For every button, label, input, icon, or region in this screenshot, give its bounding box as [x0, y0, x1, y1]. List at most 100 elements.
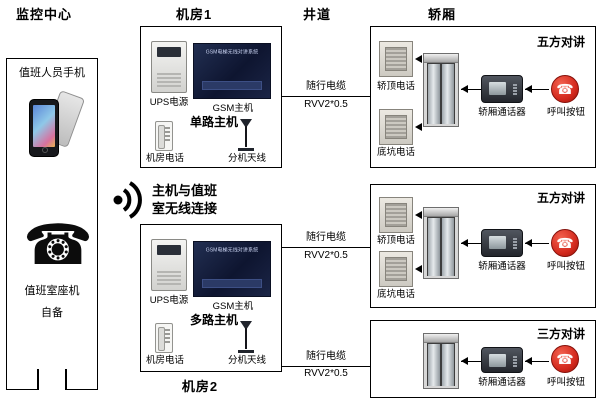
car-top-phone-icon: [379, 197, 413, 233]
arrow-top-phone: [415, 55, 422, 63]
staff-phone-label: 值班人员手机: [19, 67, 85, 79]
machine-room-1-box: UPS电源 GSM电梯无线对讲系统 GSM主机 单路主机 机房电话 分机天线: [140, 26, 282, 168]
link-elevator-intercom: [461, 361, 481, 362]
cable-1-spec: RVV2*0.5: [304, 99, 348, 110]
car-intercom-label: 轿厢通话器: [478, 261, 526, 272]
staff-smartphones: [25, 89, 86, 163]
phone-icon: ☎: [556, 235, 574, 251]
cable-2-name: 随行电缆: [306, 232, 346, 243]
arrow-top-phone: [415, 211, 422, 219]
antenna-label: 分机天线: [227, 355, 266, 366]
antenna-icon: [233, 119, 259, 151]
car-intercom-icon: [481, 75, 523, 103]
antenna-cone: [240, 321, 252, 330]
car-top-phone-label: 轿顶电话: [376, 81, 415, 92]
host-type-label: 多路主机: [189, 313, 238, 327]
arrow-elevator: [461, 357, 468, 365]
elevator-icon: [423, 333, 459, 389]
antenna-base: [238, 350, 254, 353]
room-phone-label: 机房电话: [145, 355, 184, 366]
monitoring-center-box: 值班人员手机 ☎ 值班室座机 自备: [6, 58, 98, 391]
link-intercom-button: [525, 243, 549, 244]
antenna-base: [238, 148, 254, 151]
self-provided-label: 自备: [41, 307, 63, 319]
header-car: 轿厢: [428, 7, 457, 22]
arrow-pit-phone: [415, 265, 422, 273]
header-machine-room-1: 机房1: [176, 7, 213, 22]
antenna-mast: [245, 126, 247, 147]
ups-label: UPS电源: [149, 97, 189, 108]
elevator-icon: [423, 207, 459, 279]
gsm-panel-text: GSM电梯无线对讲系统: [205, 50, 259, 56]
wireless-link-text-line1: 主机与值班: [152, 183, 218, 198]
call-button-label: 呼叫按钮: [546, 377, 585, 388]
machine-room-2-box: UPS电源 GSM电梯无线对讲系统 GSM主机 多路主机 机房电话 分机天线: [140, 224, 282, 372]
car-group-3-box: 三方对讲 轿厢通话器 ☎ 呼叫按钮: [370, 320, 596, 398]
ups-device-icon: [151, 239, 187, 291]
ups-device-icon: [151, 41, 187, 93]
car-intercom-icon: [481, 347, 523, 373]
smartphone-icon: [29, 99, 59, 157]
antenna-icon: [233, 321, 259, 353]
cable-3-spec: RVV2*0.5: [304, 368, 348, 379]
pit-phone-label: 底坑电话: [376, 147, 415, 158]
phone-icon: ☎: [556, 351, 574, 367]
call-button-icon: ☎: [551, 345, 579, 373]
arrow-pit-phone: [415, 123, 422, 131]
car-intercom-icon: [481, 229, 523, 257]
call-button-icon: ☎: [551, 229, 579, 257]
elevator-doors: [427, 343, 455, 386]
car-top-phone-icon: [379, 41, 413, 77]
call-button-label: 呼叫按钮: [546, 107, 585, 118]
pit-phone-icon: [379, 251, 413, 287]
car-group-2-box: 五方对讲 轿顶电话 底坑电话 轿厢通话器 ☎ 呼叫按钮: [370, 184, 596, 308]
arrow-elevator: [461, 239, 468, 247]
arrow-elevator: [461, 85, 468, 93]
phone-icon: ☎: [556, 81, 574, 97]
gsm-host-icon: GSM电梯无线对讲系统: [193, 241, 271, 297]
room-phone-label: 机房电话: [145, 153, 184, 164]
elevator-icon: [423, 53, 459, 127]
elevator-lintel: [424, 208, 458, 217]
duty-room-phone-label: 值班室座机: [24, 285, 80, 297]
header-shaft: 井道: [303, 7, 332, 22]
cable-2-spec: RVV2*0.5: [304, 250, 348, 261]
elevator-doors: [427, 217, 455, 276]
cable-1-name: 随行电缆: [306, 81, 346, 92]
gsm-host-label: GSM主机: [212, 301, 254, 312]
antenna-label: 分机天线: [227, 153, 266, 164]
call-button-icon: ☎: [551, 75, 579, 103]
pit-phone-label: 底坑电话: [376, 289, 415, 300]
link-elevator-intercom: [461, 89, 481, 90]
pit-phone-icon: [379, 109, 413, 145]
ups-label: UPS电源: [149, 295, 189, 306]
header-machine-room-2: 机房2: [181, 379, 219, 394]
arrow-intercom: [525, 85, 532, 93]
antenna-mast: [245, 328, 247, 349]
room-phone-icon: [155, 121, 173, 151]
wireless-signal-icon: [110, 180, 150, 220]
intercom-mode-label: 五方对讲: [536, 35, 585, 49]
gsm-host-label: GSM主机: [212, 103, 254, 114]
car-top-phone-label: 轿顶电话: [376, 235, 415, 246]
room-phone-icon: [155, 323, 173, 353]
elevator-doors: [427, 63, 455, 124]
arrow-intercom: [525, 239, 532, 247]
header-monitoring-center: 监控中心: [16, 7, 73, 22]
door-mark-right: [65, 369, 67, 389]
car-group-1-box: 五方对讲 轿顶电话 底坑电话 轿厢通话器 ☎ 呼叫按钮: [370, 26, 596, 168]
door-opening: [39, 388, 65, 391]
gsm-panel-text: GSM电梯无线对讲系统: [205, 248, 259, 254]
cable-3-name: 随行电缆: [306, 351, 346, 362]
link-intercom-button: [525, 89, 549, 90]
host-type-label: 单路主机: [189, 115, 238, 129]
wireless-link-text-line2: 室无线连接: [152, 201, 218, 216]
link-intercom-button: [525, 361, 549, 362]
elevator-lintel: [424, 334, 458, 343]
car-intercom-label: 轿厢通话器: [478, 107, 526, 118]
cable-line-1: [282, 96, 370, 97]
link-elevator-intercom: [461, 243, 481, 244]
antenna-cone: [240, 119, 252, 128]
desk-phone-icon: ☎: [23, 213, 93, 276]
